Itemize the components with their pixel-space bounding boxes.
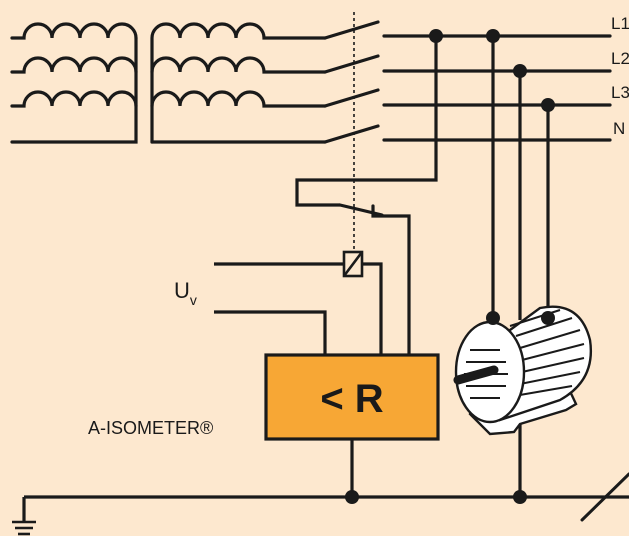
control-voltage-label: Uv: [174, 278, 197, 308]
earth-conductor: [22, 420, 629, 522]
control-supply-wire: [295, 36, 438, 207]
device-name: A-ISOMETER®: [88, 418, 213, 438]
label-l2: L2: [611, 49, 629, 68]
three-phase-motor-icon: [453, 305, 593, 436]
isometer-device: < R: [264, 353, 440, 441]
uv-wire: [214, 310, 327, 355]
transformer-primary: [10, 22, 138, 144]
device-display: < R: [320, 377, 383, 421]
transformer-secondary: [150, 22, 327, 144]
earth-ground-icon: [12, 520, 36, 536]
label-l3: L3: [611, 83, 629, 102]
busbars: [382, 34, 612, 142]
insulation-fault-icon: [580, 472, 629, 522]
phase-labels: L1 L2 L3 N: [611, 14, 629, 138]
alarm-contact: [338, 203, 411, 357]
label-l1: L1: [611, 14, 629, 33]
relay-coil-icon: [342, 250, 364, 278]
junction-dots: [345, 29, 555, 504]
motor-feeders: [491, 36, 550, 320]
coil-wire: [214, 262, 383, 355]
main-switch: [323, 20, 380, 144]
label-n: N: [613, 119, 625, 138]
